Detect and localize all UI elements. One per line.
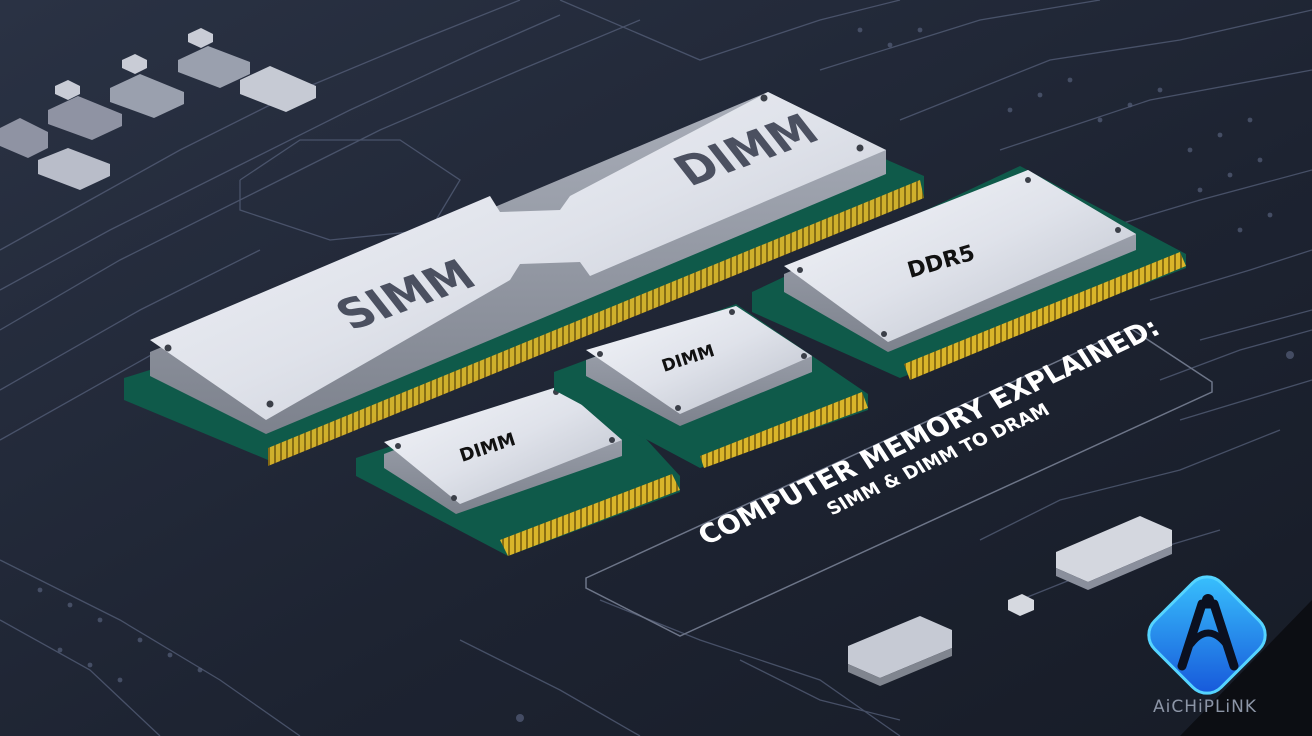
ddr5-module: DDR5 — [752, 166, 1186, 380]
brand-name: AiCHiPLiNK — [1152, 697, 1258, 717]
tiny-chip — [1008, 594, 1034, 616]
dimm-module-left: DIMM — [356, 378, 680, 556]
small-chips — [0, 28, 316, 190]
simm-dimm-module: SIMM DIMM — [124, 92, 924, 466]
board-chip-right — [1056, 516, 1172, 590]
board-edge — [1180, 600, 1312, 736]
dimm-module-middle: DIMM — [554, 304, 868, 468]
board-chip-bottom — [848, 616, 952, 686]
a-letter-icon — [1147, 575, 1267, 695]
pcb-vias — [37, 27, 1294, 722]
